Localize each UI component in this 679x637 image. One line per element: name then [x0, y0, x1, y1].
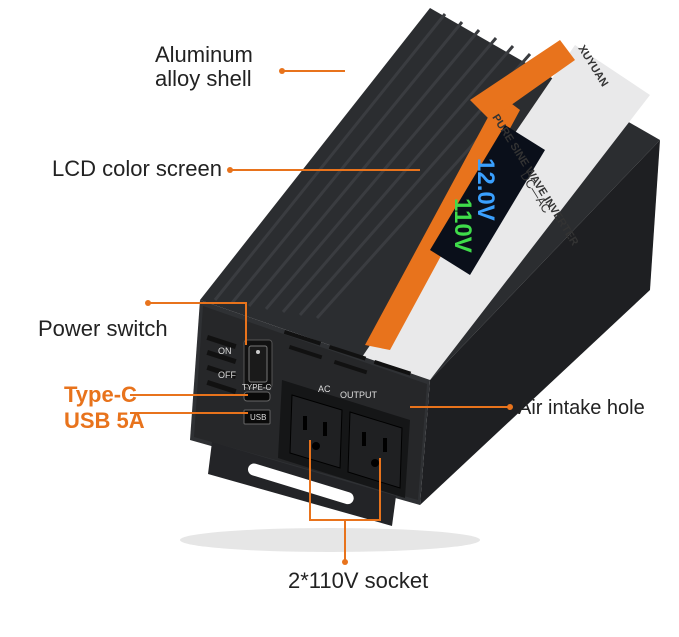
switch-off-label: OFF: [218, 370, 236, 380]
front-face: ON OFF TYPE-C USB AC OUTPUT: [190, 300, 430, 526]
switch-on-label: ON: [218, 346, 232, 356]
lcd-callout: LCD color screen: [52, 156, 222, 181]
output-label: OUTPUT: [340, 390, 378, 400]
power-callout: Power switch: [38, 316, 168, 341]
usb-port[interactable]: [243, 409, 271, 425]
lcd-screen: 12.0V 110V: [430, 125, 545, 275]
socket-callout: 2*110V socket: [288, 568, 429, 593]
typec-port[interactable]: [243, 391, 271, 402]
shell-callout-line1: Aluminum: [155, 42, 253, 67]
usb-port-label: USB: [250, 413, 266, 422]
ac-label: AC: [318, 384, 331, 394]
top-vents: [283, 330, 412, 376]
typec-callout: Type-C: [64, 382, 137, 407]
callout-dots: [145, 68, 513, 565]
lcd-bottom-reading: 110V: [449, 198, 476, 253]
usb-callout: USB 5A: [64, 408, 145, 433]
power-switch[interactable]: [243, 339, 273, 389]
callout-lines: [130, 70, 510, 562]
ac-socket-left[interactable]: [289, 394, 343, 469]
typec-port-label: TYPE-C: [242, 383, 272, 392]
left-vents: [206, 335, 237, 395]
mounting-plate: [208, 442, 396, 526]
lcd-top-reading: 12.0V: [472, 158, 499, 221]
shell-callout-line2: alloy shell: [155, 66, 252, 91]
ac-socket-right[interactable]: [347, 411, 403, 489]
air-callout: Air intake hole: [518, 397, 645, 419]
